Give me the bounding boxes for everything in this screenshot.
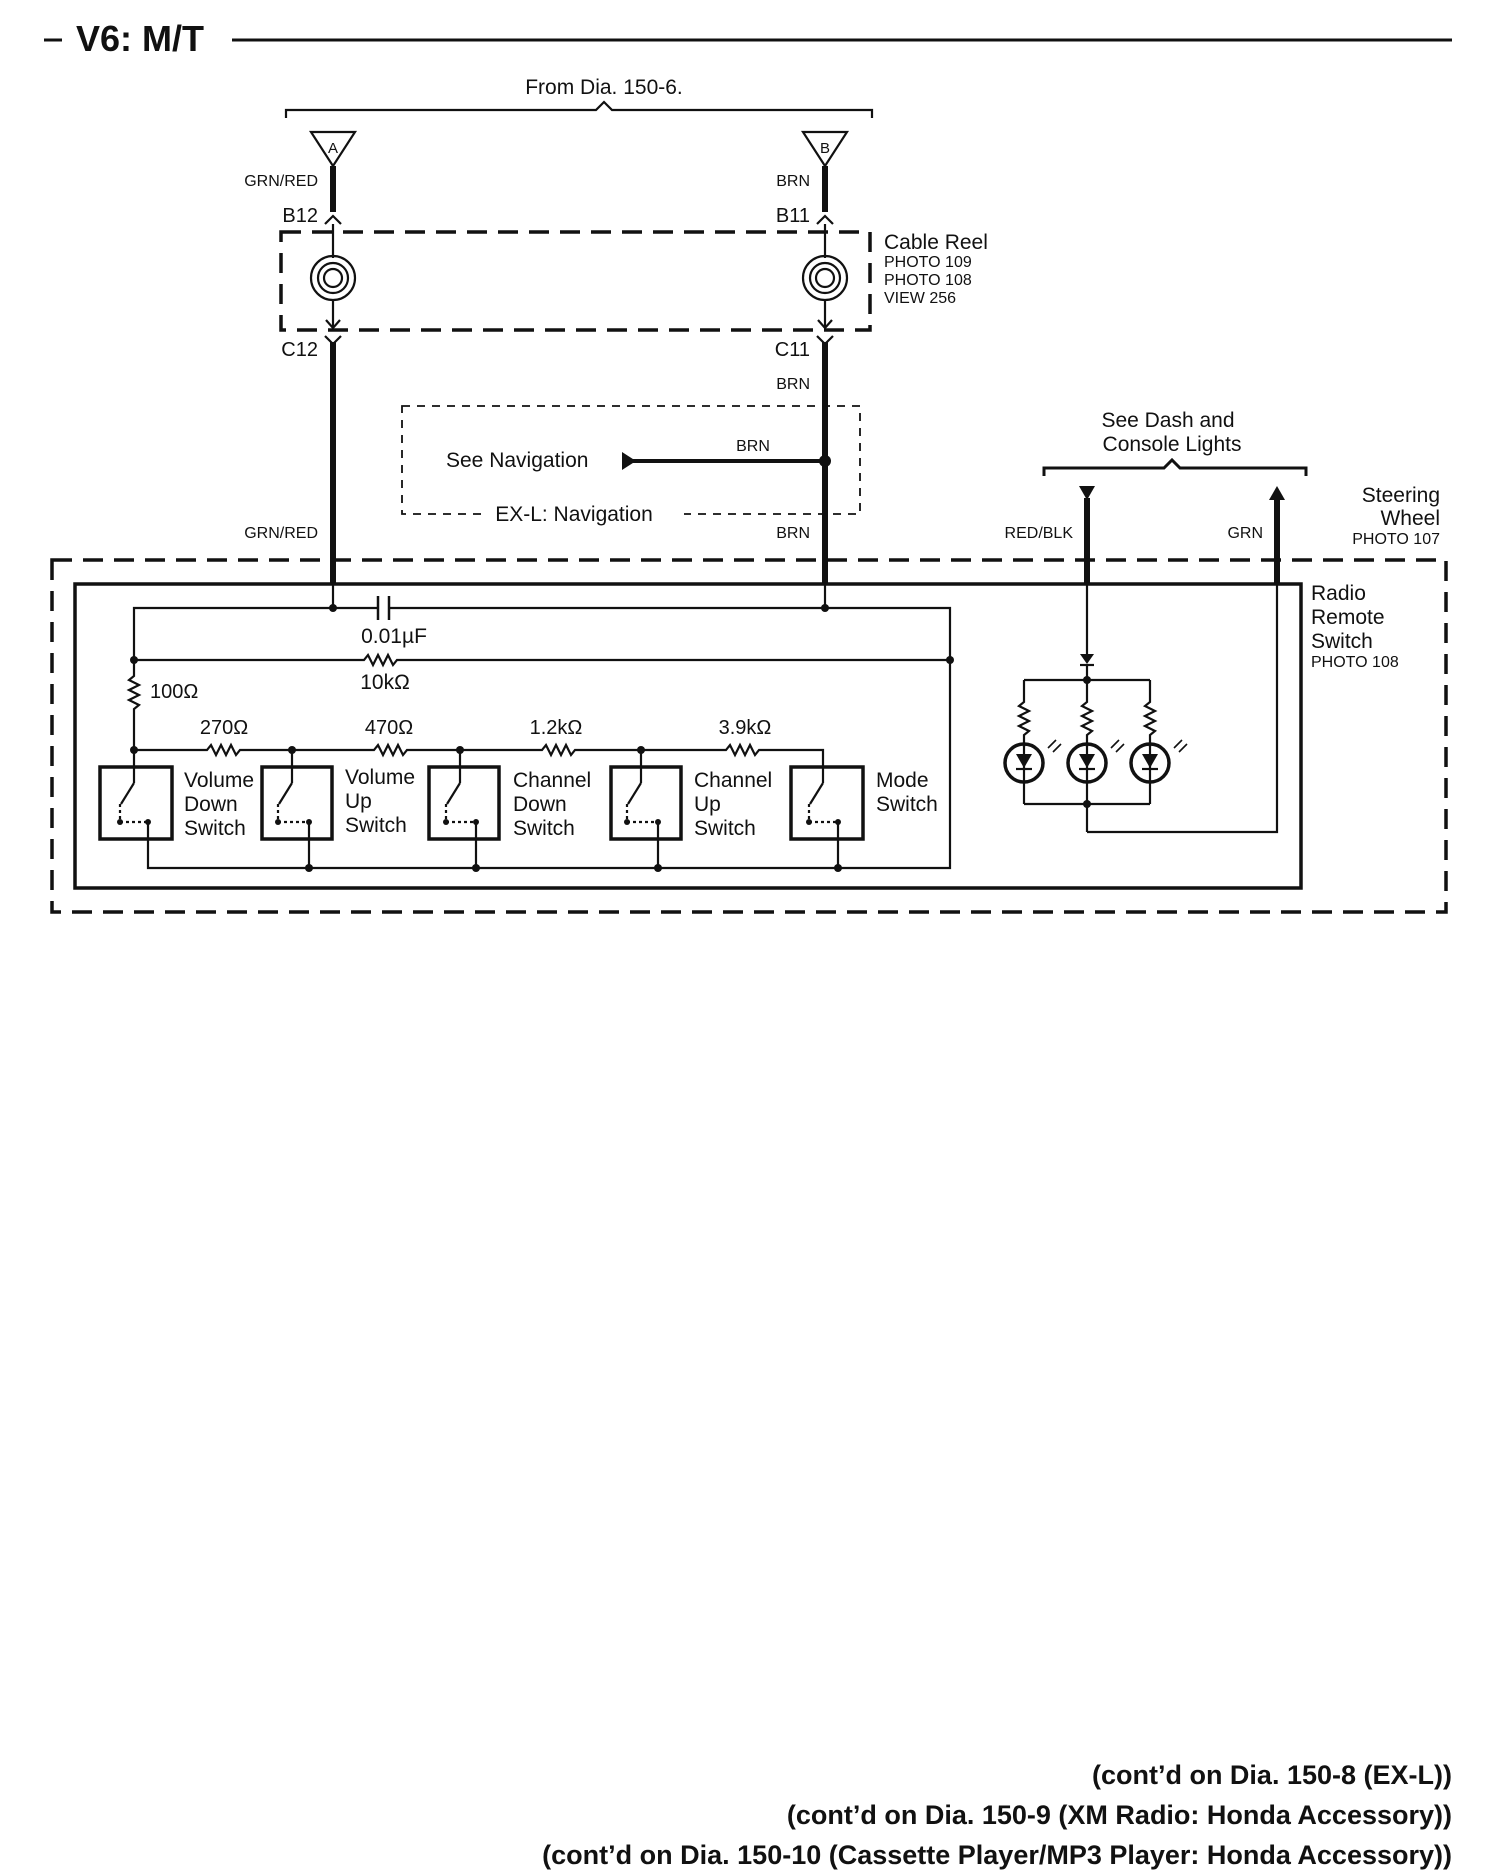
resistor-100-label: 100Ω (150, 681, 198, 703)
channel-down-switch (427, 765, 501, 841)
cable-reel-arrow-left (325, 319, 341, 330)
navigation-group-label: EX-L: Navigation (495, 503, 653, 526)
switch-1-line2: Down (184, 793, 238, 816)
wire-label-right-bottom: BRN (776, 525, 810, 542)
cable-reel-coil-left (309, 254, 357, 302)
cable-reel-ref-2: PHOTO 108 (884, 272, 972, 289)
led-circuit (1003, 584, 1279, 834)
switch-4-line2: Up (694, 793, 721, 816)
wire-label-right-mid: BRN (776, 376, 810, 393)
volume-up-switch (260, 765, 334, 841)
pin-b11-chevron (816, 214, 834, 225)
cable-reel-coil-right (801, 254, 849, 302)
pin-b12-chevron (324, 214, 342, 225)
resistor-100 (126, 660, 142, 750)
volume-down-switch (98, 765, 174, 841)
cable-reel-box (279, 230, 872, 332)
capacitor-symbol (376, 596, 391, 620)
switch-2-line1: Volume (345, 766, 415, 789)
connector-b: B (800, 130, 850, 169)
footer-cont-150-8: (cont’d on Dia. 150-8 (EX-L)) (1091, 1760, 1452, 1790)
light-in-arrow (1079, 486, 1095, 500)
nav-junction (819, 455, 831, 467)
cable-reel-ref-3: VIEW 256 (884, 290, 956, 307)
ground-rail (146, 660, 952, 870)
wire-label-grn: GRN (1227, 525, 1263, 542)
pin-c11: C11 (775, 339, 810, 361)
switch-3-line2: Down (513, 793, 567, 816)
radio-remote-line1: Radio (1311, 582, 1366, 605)
steering-wheel-line2: Wheel (1380, 507, 1440, 530)
resistor-10k (134, 652, 950, 668)
resistor-270-label: 270Ω (200, 717, 248, 739)
pin-b12: B12 (282, 205, 318, 227)
cable-reel-title: Cable Reel (884, 231, 988, 254)
switch-5-line1: Mode (876, 769, 929, 792)
switch-1-line3: Switch (184, 817, 246, 840)
switch-4-line1: Channel (694, 769, 772, 792)
page-title: V6: M/T (76, 18, 204, 59)
channel-up-switch (609, 765, 683, 841)
switch-3-line1: Channel (513, 769, 591, 792)
dash-lights-line2: Console Lights (1103, 433, 1242, 456)
resistor-470-label: 470Ω (365, 717, 413, 739)
dash-lights-line1: See Dash and (1101, 409, 1234, 432)
radio-remote-line3: Switch (1311, 630, 1373, 653)
svg-text:B: B (820, 140, 830, 157)
switch-2-line3: Switch (345, 814, 407, 837)
steering-wheel-box (50, 558, 1448, 914)
cable-reel-ref-1: PHOTO 109 (884, 254, 972, 271)
mode-switch (789, 765, 865, 841)
dash-lights-bracket (1042, 457, 1308, 476)
footer-cont-150-10: (cont’d on Dia. 150-10 (Cassette Player/… (542, 1840, 1452, 1870)
footer-cont-150-9: (cont’d on Dia. 150-9 (XM Radio: Honda A… (786, 1800, 1452, 1830)
switch-5-line2: Switch (876, 793, 938, 816)
wire-label-nav: BRN (736, 438, 770, 455)
radio-remote-ref: PHOTO 108 (1311, 654, 1399, 671)
steering-wheel-ref: PHOTO 107 (1352, 531, 1440, 548)
wire-label-right-top: BRN (776, 173, 810, 190)
ladder-rail (134, 742, 825, 767)
svg-text:A: A (328, 140, 338, 157)
wire-label-left-bottom: GRN/RED (244, 525, 318, 542)
switch-4-line3: Switch (694, 817, 756, 840)
resistor-10k-label: 10kΩ (360, 671, 410, 694)
light-out-arrow (1269, 486, 1285, 500)
switch-3-line3: Switch (513, 817, 575, 840)
wire-label-left-top: GRN/RED (244, 173, 318, 190)
pin-c12: C12 (281, 339, 318, 361)
connector-a: A (308, 130, 358, 169)
cable-reel-arrow-right (817, 319, 833, 330)
resistor-1k2-label: 1.2kΩ (530, 717, 583, 739)
switch-1-line1: Volume (184, 769, 254, 792)
from-diagram-label: From Dia. 150-6. (525, 76, 683, 99)
resistor-3k9-label: 3.9kΩ (719, 717, 772, 739)
radio-remote-line2: Remote (1311, 606, 1385, 629)
from-bracket (284, 100, 874, 118)
switch-2-line2: Up (345, 790, 372, 813)
pin-b11: B11 (776, 205, 810, 227)
top-rail (132, 606, 952, 660)
radio-remote-switch-box (73, 582, 1303, 890)
wire-label-red-blk: RED/BLK (1005, 525, 1074, 542)
steering-wheel-line1: Steering (1362, 484, 1440, 507)
capacitor-label: 0.01µF (361, 625, 427, 648)
see-navigation-label: See Navigation (446, 449, 588, 472)
